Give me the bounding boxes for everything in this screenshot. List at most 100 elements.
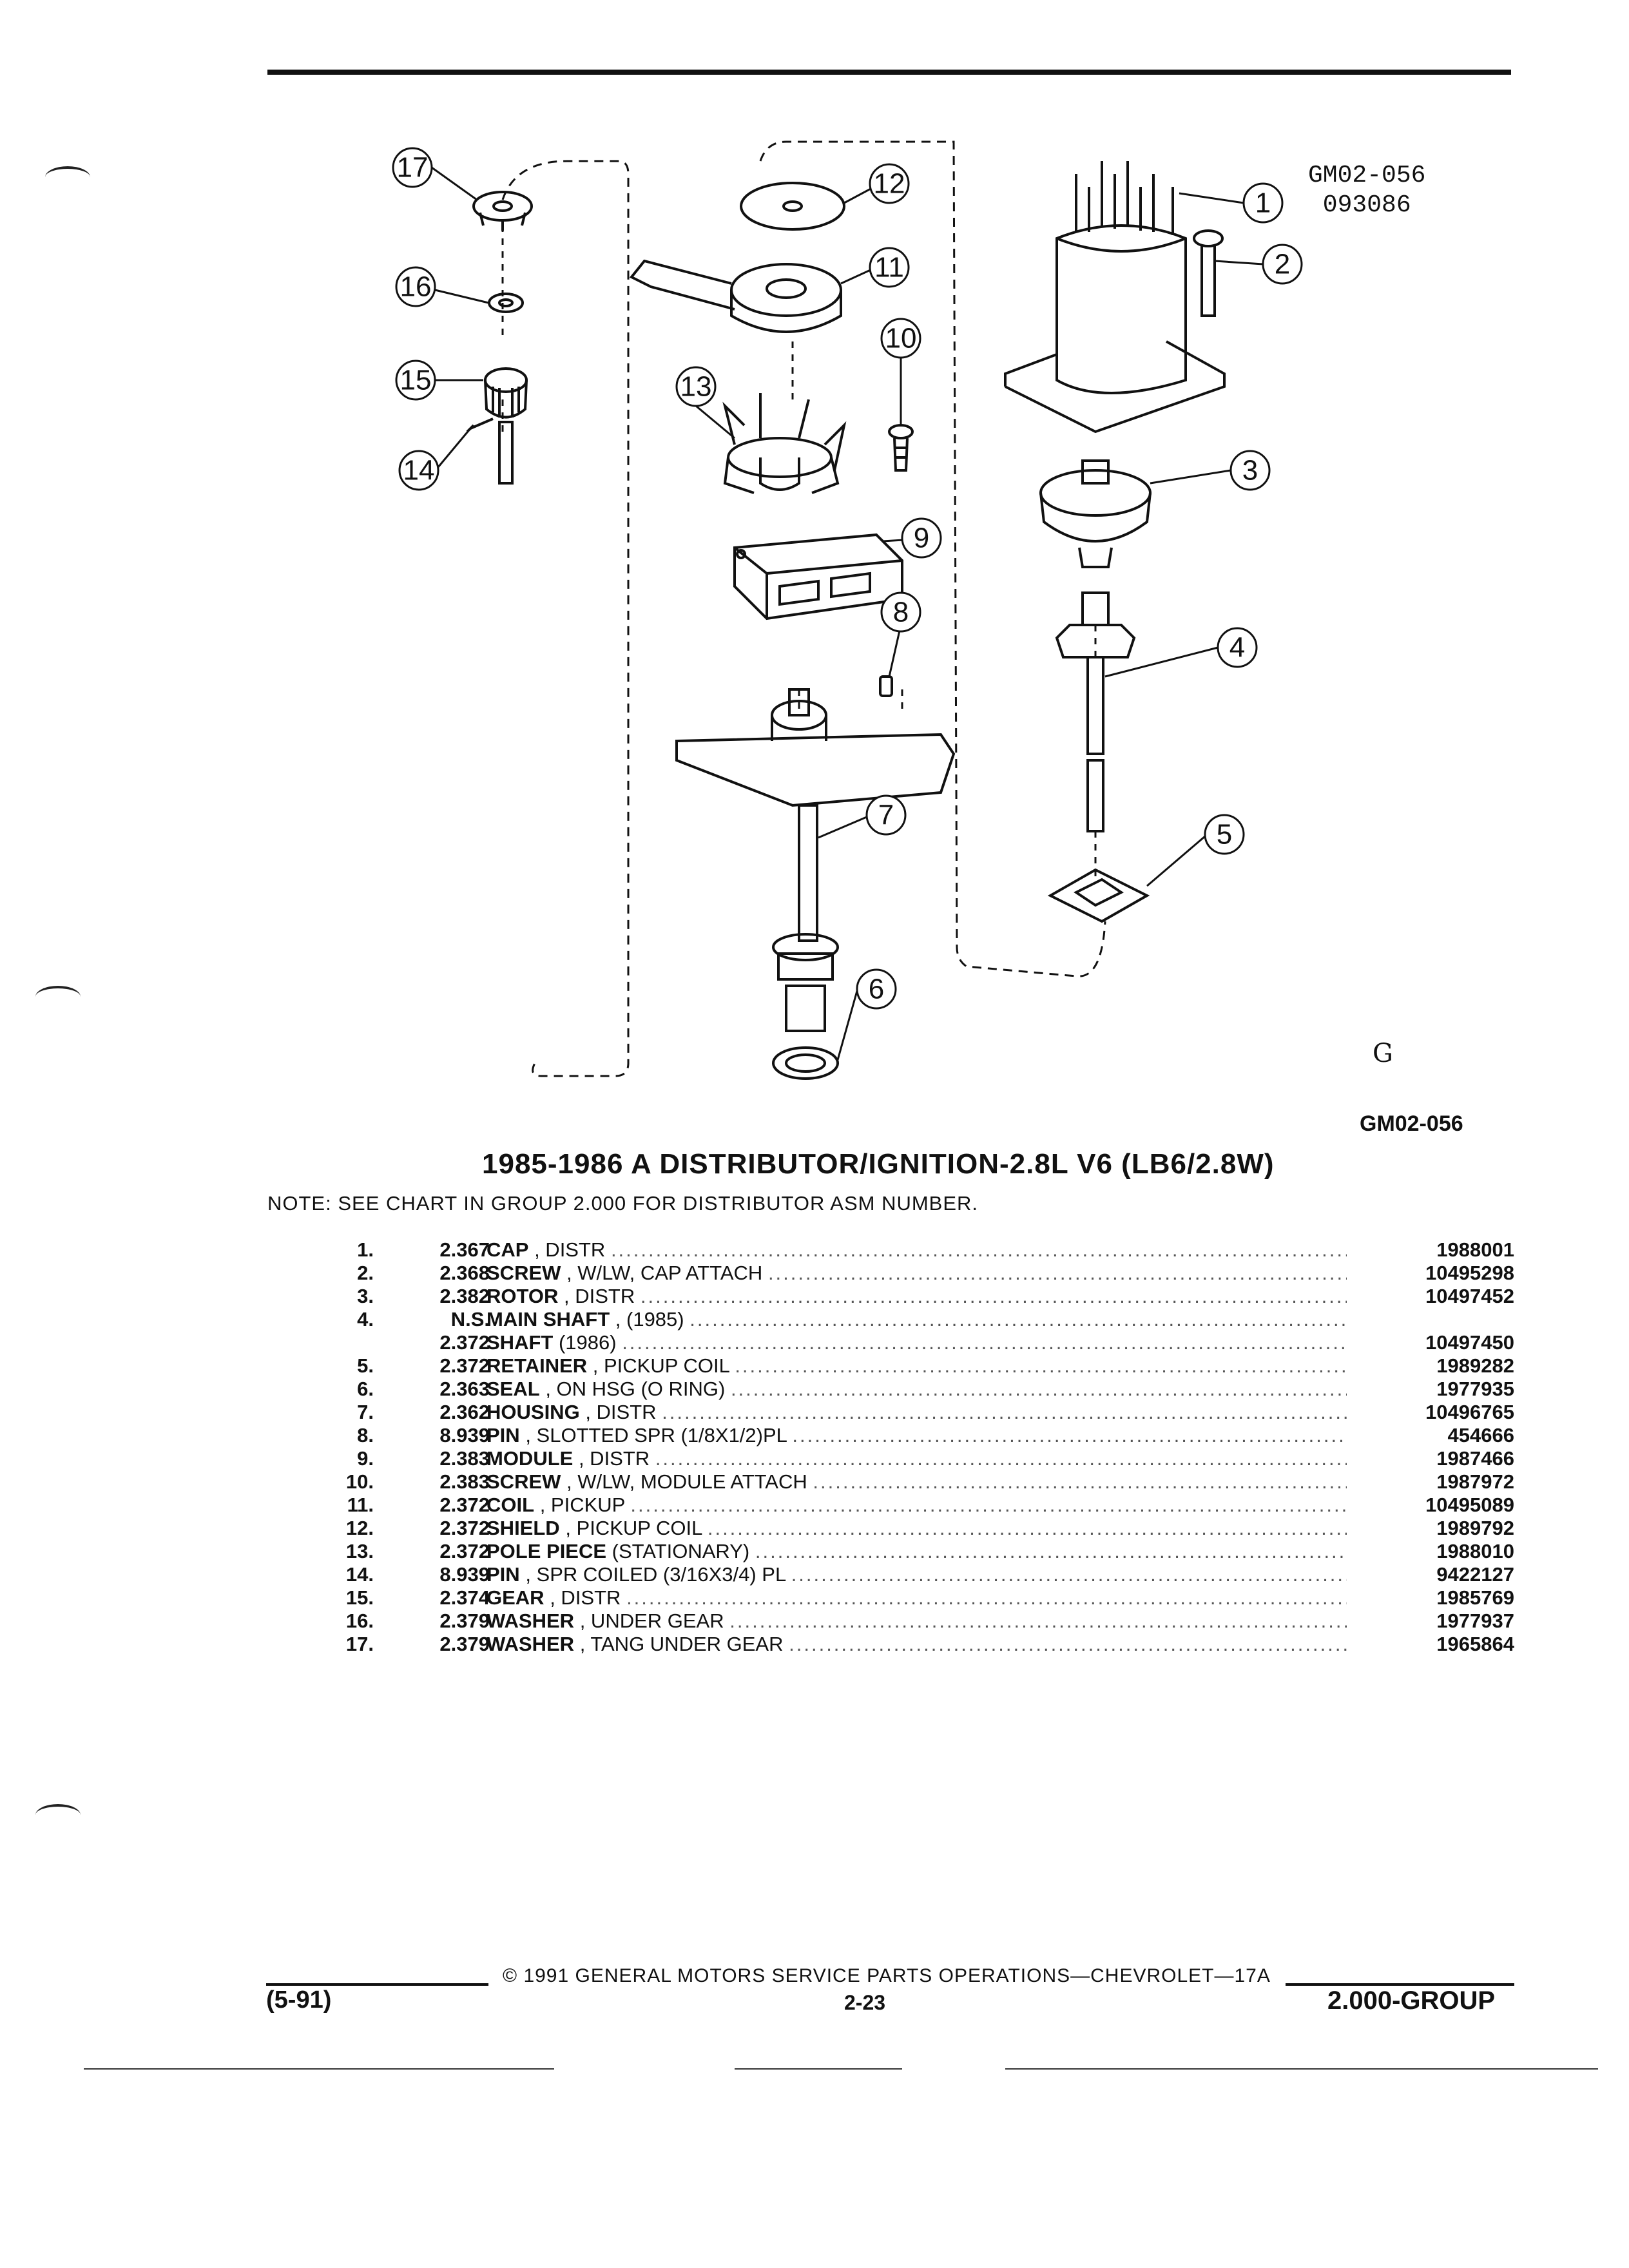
callout-10: 10 xyxy=(885,323,917,354)
reference-code: GM02-056 093086 xyxy=(1308,161,1425,220)
group-number: 2.374 xyxy=(439,1586,490,1609)
callout-17: 17 xyxy=(397,152,429,184)
dot-leader: ........................................… xyxy=(707,1517,1347,1539)
item-index: 9. xyxy=(357,1447,374,1470)
dot-leader: ........................................… xyxy=(626,1586,1347,1609)
part-detail: , DISTR xyxy=(534,1238,606,1261)
item-index: 14. xyxy=(345,1563,374,1586)
part-number: 1977937 xyxy=(1436,1610,1514,1632)
dot-leader: ........................................… xyxy=(791,1563,1347,1586)
scan-line xyxy=(735,2068,902,2070)
group-number: 2.372 xyxy=(439,1354,490,1377)
part-name: SCREW xyxy=(487,1262,561,1284)
gear-15 xyxy=(484,367,528,485)
scan-line xyxy=(84,2068,554,2070)
footer-revision-date: (5-91) xyxy=(266,1986,332,2013)
binder-hole-mark xyxy=(35,986,81,1008)
item-index: 7. xyxy=(357,1401,374,1423)
callout-11: 11 xyxy=(874,252,904,284)
part-name: PIN xyxy=(487,1424,520,1446)
callout-7: 7 xyxy=(878,800,894,831)
dot-leader: ........................................… xyxy=(789,1633,1347,1655)
part-number: 10496765 xyxy=(1425,1401,1514,1423)
part-number: 1965864 xyxy=(1436,1633,1514,1655)
group-number: 2.367 xyxy=(439,1238,490,1261)
section-title: 1985-1986 A DISTRIBUTOR/IGNITION-2.8L V6… xyxy=(482,1148,1275,1180)
group-number: 2.379 xyxy=(439,1633,490,1655)
part-name: ROTOR xyxy=(487,1285,559,1307)
part-description: CAP , DISTR ............................… xyxy=(487,1238,1347,1262)
part-name: RETAINER xyxy=(487,1354,588,1377)
part-name: GEAR xyxy=(487,1586,545,1609)
part-detail: , PICKUP xyxy=(539,1494,625,1516)
part-description: RETAINER , PICKUP COIL .................… xyxy=(487,1354,1347,1378)
part-number: 10495298 xyxy=(1425,1262,1514,1284)
part-number: 1989282 xyxy=(1436,1354,1514,1377)
group-number: 2.382 xyxy=(439,1285,490,1307)
part-name: SHIELD xyxy=(487,1517,560,1539)
washer-16 xyxy=(488,293,524,313)
part-name: MODULE xyxy=(487,1447,574,1470)
dot-leader: ........................................… xyxy=(767,1262,1347,1284)
callout-14: 14 xyxy=(403,455,435,486)
screw-10 xyxy=(888,424,914,472)
reference-code-line2: 093086 xyxy=(1322,191,1411,219)
callout-3: 3 xyxy=(1242,455,1258,486)
exploded-parts-diagram: 17 16 15 14 12 11 13 10 9 8 7 6 1 2 3 4 … xyxy=(374,122,1527,1102)
part-name: WASHER xyxy=(487,1610,575,1632)
footer-rule-right xyxy=(1286,1983,1514,1986)
part-detail: , DISTR xyxy=(585,1401,657,1423)
item-index: 11. xyxy=(347,1494,374,1516)
part-description: MAIN SHAFT , (1985) ....................… xyxy=(487,1308,1347,1331)
part-number: 1985769 xyxy=(1436,1586,1514,1609)
part-number: 1988001 xyxy=(1436,1238,1514,1261)
part-description: PIN , SLOTTED SPR (1/8X1/2)PL ..........… xyxy=(487,1424,1347,1447)
part-name: HOUSING xyxy=(487,1401,580,1423)
part-number: 10497452 xyxy=(1425,1285,1514,1307)
part-detail: , SLOTTED SPR (1/8X1/2)PL xyxy=(525,1424,787,1446)
leader-lines xyxy=(431,166,1264,1061)
part-name: WASHER xyxy=(487,1633,575,1655)
part-detail: , UNDER GEAR xyxy=(579,1610,724,1632)
callout-12: 12 xyxy=(874,168,905,200)
part-description: SHAFT (1986) ...........................… xyxy=(487,1331,1347,1354)
group-number: 8.939 xyxy=(439,1424,490,1446)
group-number: 2.379 xyxy=(439,1610,490,1632)
part-name: SEAL xyxy=(487,1378,540,1400)
part-name: SCREW xyxy=(487,1470,561,1493)
part-name: COIL xyxy=(487,1494,535,1516)
part-description: PIN , SPR COILED (3/16X3/4) PL .........… xyxy=(487,1563,1347,1586)
part-description: WASHER , TANG UNDER GEAR ...............… xyxy=(487,1633,1347,1656)
group-number: 2.363 xyxy=(439,1378,490,1400)
dot-leader: ........................................… xyxy=(755,1540,1347,1562)
dot-leader: ........................................… xyxy=(813,1470,1347,1493)
retainer-5 xyxy=(1047,868,1150,923)
dashed-assembly-lines xyxy=(501,140,1106,1077)
shield-12 xyxy=(740,182,845,231)
main-shaft-4 xyxy=(1055,591,1136,832)
part-detail: , DISTR xyxy=(578,1447,650,1470)
part-name: PIN xyxy=(487,1563,520,1586)
item-index: 2. xyxy=(357,1262,374,1284)
cap-1 xyxy=(1004,161,1226,434)
callout-8: 8 xyxy=(893,597,909,628)
parts-row: 4.N.S.MAIN SHAFT , (1985) ..............… xyxy=(284,1308,1514,1331)
part-detail: , W/LW, CAP ATTACH xyxy=(566,1262,763,1284)
part-name: MAIN SHAFT xyxy=(487,1308,610,1331)
item-index: 15. xyxy=(345,1586,374,1609)
part-description: SCREW , W/LW, CAP ATTACH ...............… xyxy=(487,1262,1347,1285)
part-description: COIL , PICKUP ..........................… xyxy=(487,1494,1347,1517)
callout-2: 2 xyxy=(1275,249,1290,280)
part-number: 10495089 xyxy=(1425,1494,1514,1516)
pin-14 xyxy=(466,418,494,433)
part-detail: , TANG UNDER GEAR xyxy=(579,1633,784,1655)
part-detail: , (1985) xyxy=(615,1308,684,1331)
group-number: 2.372 xyxy=(439,1517,490,1539)
